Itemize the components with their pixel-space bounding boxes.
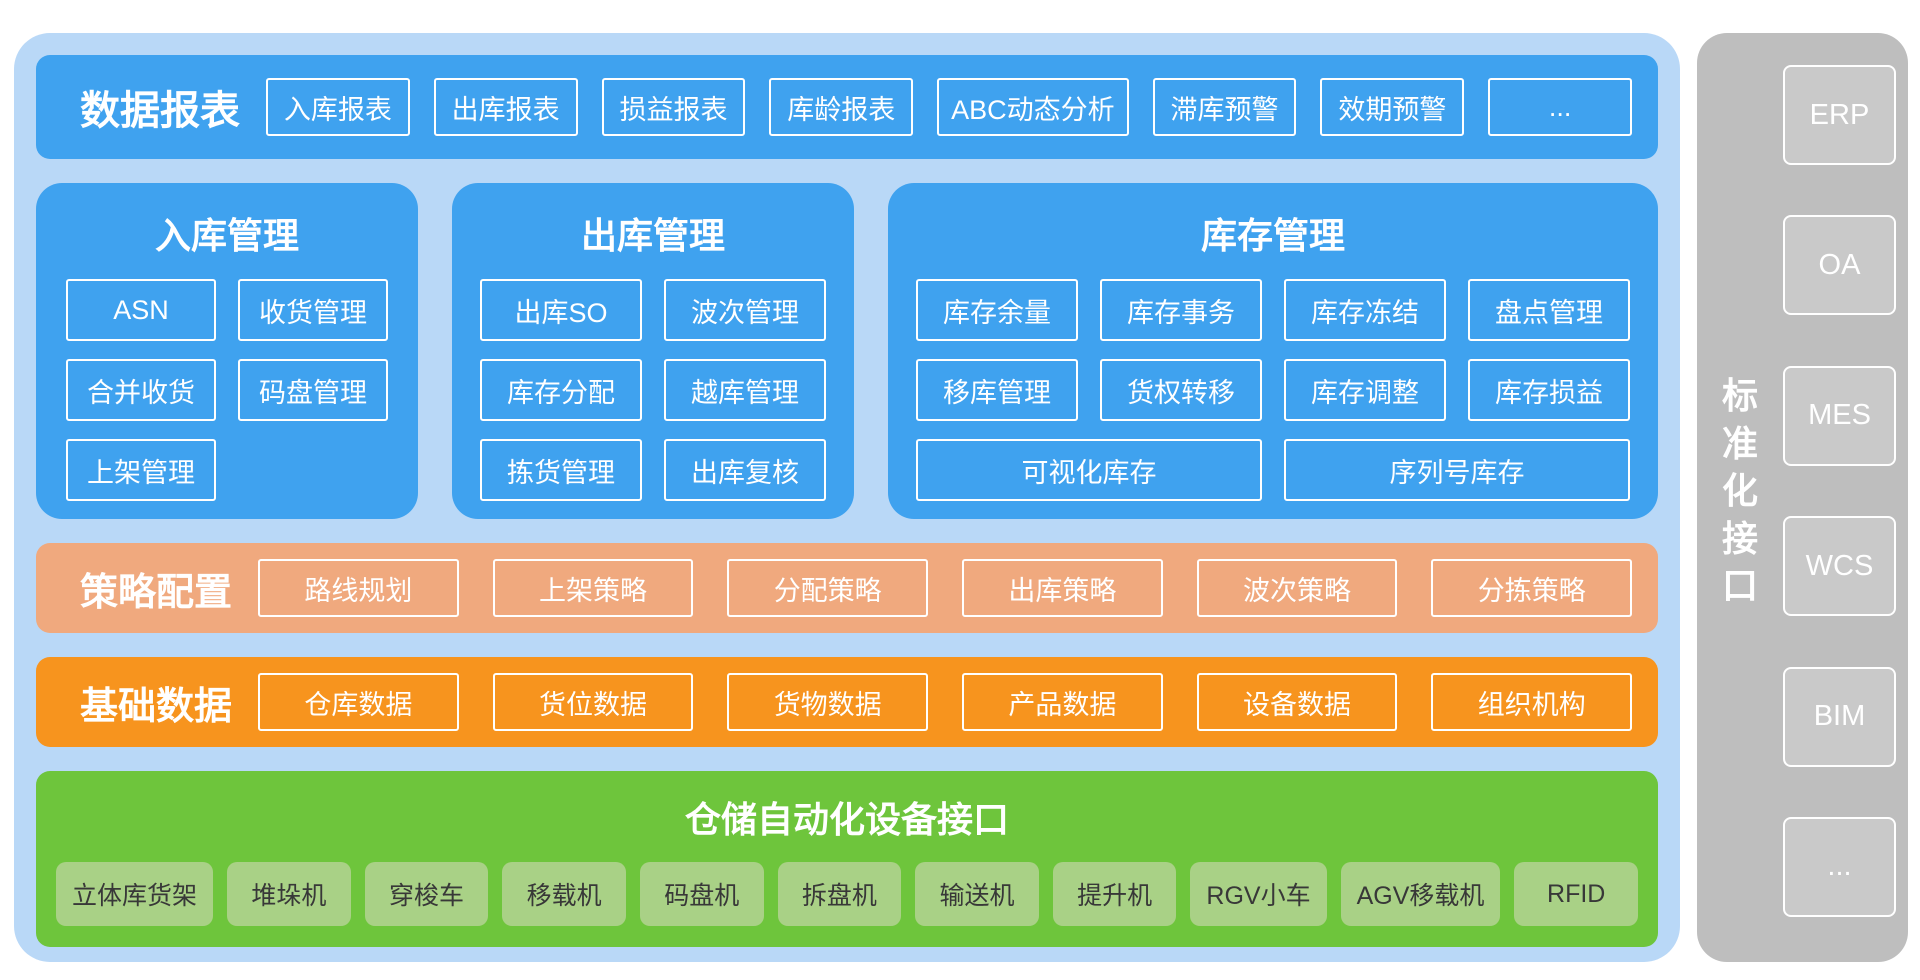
interface-item: ...: [1783, 816, 1896, 917]
report-item: ABC动态分析: [937, 78, 1129, 136]
module-item: 库存损益: [1468, 359, 1630, 421]
base-data-item: 货物数据: [727, 673, 929, 731]
data-report-items: 入库报表出库报表损益报表库龄报表 ABC动态分析滞库预警效期预警...: [266, 78, 1632, 136]
outbound-panel-title: 出库管理: [580, 215, 725, 256]
base-data-item: 组织机构: [1431, 673, 1633, 731]
inventory-panel-title: 库存管理: [1200, 215, 1345, 256]
inventory-panel-items: 库存余量库存事务库存冻结盘点管理移库管理货权转移库存调整库存损益 可视化库存序列…: [916, 279, 1630, 501]
base-data-item: 产品数据: [962, 673, 1163, 731]
device-item: 输送机: [915, 862, 1039, 926]
interface-item: ERP: [1783, 65, 1896, 165]
interface-item: BIM: [1783, 666, 1896, 767]
strategy-item: 出库策略: [962, 559, 1163, 617]
strategy-config-bar: 策略配置 路线规划上架策略分配策略出库策略波次策略分拣策略: [36, 543, 1658, 633]
module-item: 库存余量: [916, 279, 1078, 341]
sidebar-title-column: 标准化接口: [1697, 65, 1783, 917]
report-item: 损益报表: [601, 78, 746, 136]
interface-item: WCS: [1783, 516, 1896, 617]
module-item: 出库SO: [480, 279, 642, 341]
module-item: 收货管理: [238, 279, 388, 341]
strategy-item: 上架策略: [492, 559, 694, 617]
device-item: 码盘机: [639, 862, 764, 926]
report-item: 出库报表: [433, 78, 578, 136]
strategy-item: 波次策略: [1196, 559, 1398, 617]
report-item: 库龄报表: [769, 78, 914, 136]
outbound-management-panel: 出库管理 出库SO 波次管理库存分配越库管理拣货管理出库复核: [452, 183, 854, 519]
outbound-panel-items: 出库SO 波次管理库存分配越库管理拣货管理出库复核: [480, 279, 826, 501]
module-item: 上架管理: [66, 439, 216, 501]
interface-item: OA: [1783, 215, 1896, 316]
base-data-item: 仓库数据: [258, 673, 459, 731]
report-item: 效期预警: [1320, 78, 1465, 136]
device-item: AGV移载机: [1340, 862, 1501, 926]
module-item: 合并收货: [66, 359, 216, 421]
report-item: 入库报表: [266, 78, 410, 136]
module-item: 出库复核: [664, 439, 826, 501]
device-item: RFID: [1514, 862, 1638, 926]
report-item: 滞库预警: [1152, 78, 1297, 136]
device-item: 立体库货架: [56, 862, 214, 926]
strategy-bar-items: 路线规划上架策略分配策略出库策略波次策略分拣策略: [258, 559, 1633, 617]
automation-device-title: 仓储自动化设备接口: [684, 799, 1009, 840]
sidebar-interface-items: ERP OA MES WCS BIM...: [1783, 65, 1896, 917]
module-item: 越库管理: [664, 359, 826, 421]
strategy-bar-title: 策略配置: [80, 571, 233, 614]
module-item: 码盘管理: [238, 359, 388, 421]
module-item: 货权转移: [1100, 359, 1262, 421]
device-item: 拆盘机: [777, 862, 902, 926]
module-item: 库存冻结: [1284, 279, 1446, 341]
data-report-bar: 数据报表 入库报表出库报表损益报表库龄报表 ABC动态分析滞库预警效期预警...: [36, 55, 1658, 159]
base-bar-title: 基础数据: [80, 685, 233, 728]
device-item: 移载机: [502, 862, 626, 926]
module-item: 库存调整: [1284, 359, 1446, 421]
base-data-item: 货位数据: [492, 673, 694, 731]
base-data-item: 设备数据: [1196, 673, 1398, 731]
module-item: 拣货管理: [480, 439, 642, 501]
inbound-panel-items: ASN 收货管理合并收货码盘管理上架管理: [66, 279, 388, 501]
device-item: RGV小车: [1190, 862, 1327, 926]
device-item: 穿梭车: [364, 862, 489, 926]
device-item: 堆垛机: [227, 862, 351, 926]
module-item: ASN: [66, 279, 216, 341]
module-item-wide: 序列号库存: [1284, 439, 1630, 501]
sidebar-vertical-title: 标准化接口: [1721, 375, 1758, 607]
base-bar-items: 仓库数据货位数据货物数据产品数据设备数据组织机构: [258, 673, 1633, 731]
module-item: 移库管理: [916, 359, 1078, 421]
module-item: 波次管理: [664, 279, 826, 341]
interface-item: MES: [1783, 365, 1896, 466]
module-item: 盘点管理: [1468, 279, 1630, 341]
device-item: 提升机: [1052, 862, 1177, 926]
data-report-title: 数据报表: [80, 89, 240, 133]
strategy-item: 分配策略: [727, 559, 929, 617]
module-item: 库存分配: [480, 359, 642, 421]
strategy-item: 路线规划: [258, 559, 459, 617]
module-item: 库存事务: [1100, 279, 1262, 341]
inbound-panel-title: 入库管理: [154, 215, 299, 256]
standard-interface-sidebar: 标准化接口 ERP OA MES WCS BIM...: [1697, 33, 1908, 962]
module-item-wide: 可视化库存: [916, 439, 1262, 501]
base-data-bar: 基础数据 仓库数据货位数据货物数据产品数据设备数据组织机构: [36, 657, 1658, 747]
inbound-management-panel: 入库管理 ASN 收货管理合并收货码盘管理上架管理: [36, 183, 418, 519]
inventory-management-panel: 库存管理 库存余量库存事务库存冻结盘点管理移库管理货权转移库存调整库存损益 可视…: [888, 183, 1658, 519]
report-item: ...: [1488, 78, 1632, 136]
strategy-item: 分拣策略: [1431, 559, 1633, 617]
